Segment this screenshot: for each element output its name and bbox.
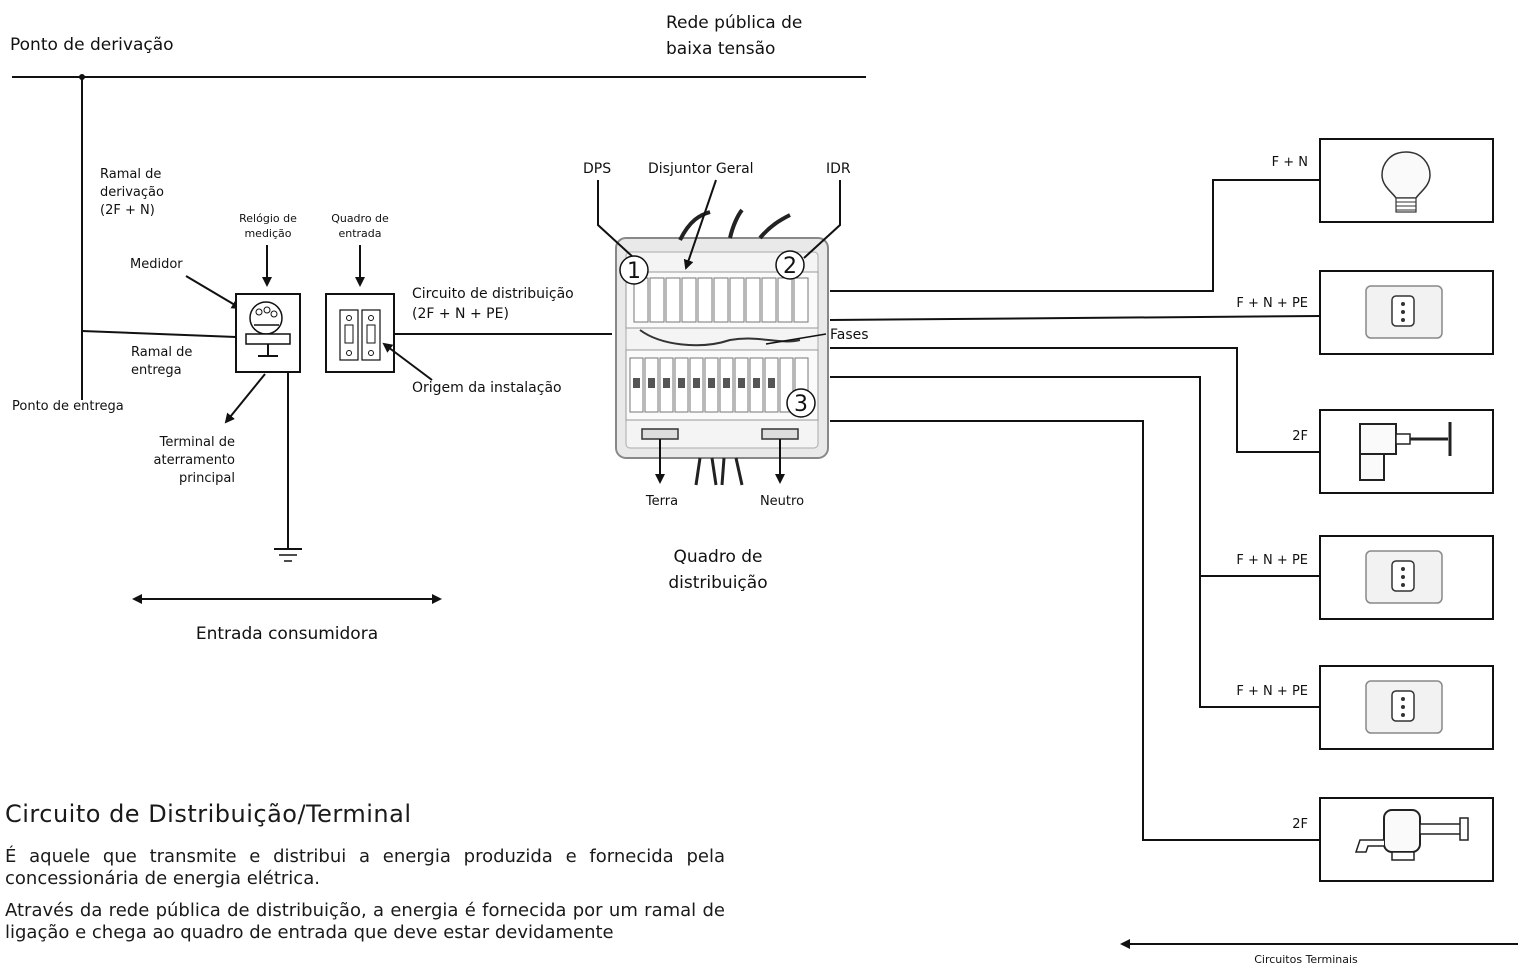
label-ramal-derivacao-1: Ramal de bbox=[100, 167, 161, 182]
label-quadro-dist-2: distribuição bbox=[668, 573, 767, 593]
label-rede-publica-2: baixa tensão bbox=[666, 39, 775, 59]
label-quadro-entrada-2: entrada bbox=[338, 227, 381, 240]
label-disjuntor: Disjuntor Geral bbox=[648, 161, 754, 177]
label-ramal-entrega-1: Ramal de bbox=[131, 345, 192, 360]
label-relogio-2: medição bbox=[244, 227, 291, 240]
arrow-disjuntor bbox=[683, 179, 717, 270]
device-box-outlet-2 bbox=[1319, 535, 1494, 620]
label-rede-publica-1: Rede pública de bbox=[666, 13, 802, 33]
label-origem: Origem da instalação bbox=[412, 380, 562, 396]
label-ponto-derivacao: Ponto de derivação bbox=[10, 35, 174, 55]
label-idr: IDR bbox=[826, 161, 851, 177]
ground-symbol bbox=[274, 548, 302, 562]
label-entrada-consumidora: Entrada consumidora bbox=[196, 624, 378, 644]
circuit-label-6: 2F bbox=[1292, 817, 1308, 832]
wire-circuit-2 bbox=[829, 315, 1321, 321]
pointer-dps bbox=[597, 180, 635, 259]
label-circuito-dist-1: Circuito de distribuição bbox=[412, 286, 574, 302]
badge-2: 2 bbox=[775, 250, 805, 280]
label-terra: Terra bbox=[645, 494, 678, 509]
arrow-terminal bbox=[224, 373, 266, 424]
label-ramal-derivacao-2: derivação bbox=[100, 185, 164, 200]
label-neutro: Neutro bbox=[760, 494, 804, 509]
circuit-label-2: F + N + PE bbox=[1236, 296, 1308, 311]
pointer-idr bbox=[803, 180, 841, 259]
faucet-icon bbox=[1354, 809, 1469, 861]
distribution-board bbox=[615, 208, 829, 486]
meter-box bbox=[235, 293, 301, 373]
outlet-icon bbox=[1365, 285, 1443, 339]
circuit-label-1: F + N bbox=[1272, 155, 1308, 170]
label-ponto-entrega: Ponto de entrega bbox=[12, 399, 124, 414]
pointer-fases bbox=[765, 333, 827, 345]
label-medidor: Medidor bbox=[130, 257, 183, 272]
device-box-outlet-3 bbox=[1319, 665, 1494, 750]
section-title: Circuito de Distribuição/Terminal bbox=[5, 800, 412, 828]
badge-1: 1 bbox=[619, 255, 649, 285]
badge-3: 3 bbox=[786, 388, 816, 418]
wire-circuit-1 bbox=[830, 179, 1320, 292]
lamp-icon bbox=[1381, 151, 1431, 213]
device-box-outlet-1 bbox=[1319, 270, 1494, 355]
circuit-label-3: 2F bbox=[1292, 429, 1308, 444]
label-ramal-entrega-2: entrega bbox=[131, 363, 182, 378]
label-terminal-1: Terminal de bbox=[159, 435, 235, 450]
device-box-lamp bbox=[1319, 138, 1494, 223]
label-relogio-1: Relógio de bbox=[239, 212, 297, 225]
svg-text:3: 3 bbox=[794, 392, 808, 417]
label-circuito-dist-2: (2F + N + PE) bbox=[412, 306, 509, 322]
label-terminal-2: aterramento bbox=[154, 453, 235, 468]
wire-circuit-3 bbox=[830, 347, 1320, 453]
outlet-icon bbox=[1365, 680, 1443, 734]
paragraph-1: É aquele que transmite e distribui a ene… bbox=[5, 846, 725, 889]
label-terminal-3: principal bbox=[179, 471, 235, 486]
wire-circuit-5 bbox=[830, 376, 1320, 708]
circuit-label-5: F + N + PE bbox=[1236, 684, 1308, 699]
circuit-label-4: F + N + PE bbox=[1236, 553, 1308, 568]
arrow-medidor bbox=[185, 275, 242, 310]
delivery-branch-line bbox=[81, 330, 237, 338]
svg-text:1: 1 bbox=[627, 259, 641, 284]
device-box-faucet bbox=[1319, 797, 1494, 882]
arrow-origem bbox=[382, 342, 433, 381]
label-fases: Fases bbox=[830, 327, 869, 343]
input-board bbox=[325, 293, 395, 373]
text-section: Circuito de Distribuição/Terminal É aque… bbox=[5, 800, 725, 954]
wire-circuit-4 bbox=[830, 376, 1320, 577]
wire-circuit-6 bbox=[830, 420, 1320, 841]
shower-icon bbox=[1359, 422, 1452, 481]
label-ramal-derivacao-3: (2F + N) bbox=[100, 203, 155, 218]
label-circuitos-terminais: Circuitos Terminais bbox=[1254, 953, 1358, 966]
device-box-shower bbox=[1319, 409, 1494, 494]
label-quadro-dist-1: Quadro de bbox=[673, 547, 762, 567]
outlet-icon bbox=[1365, 550, 1443, 604]
label-quadro-entrada-1: Quadro de bbox=[331, 212, 389, 225]
label-dps: DPS bbox=[583, 161, 611, 177]
svg-text:2: 2 bbox=[783, 254, 797, 279]
paragraph-2: Através da rede pública de distribuição,… bbox=[5, 900, 725, 943]
